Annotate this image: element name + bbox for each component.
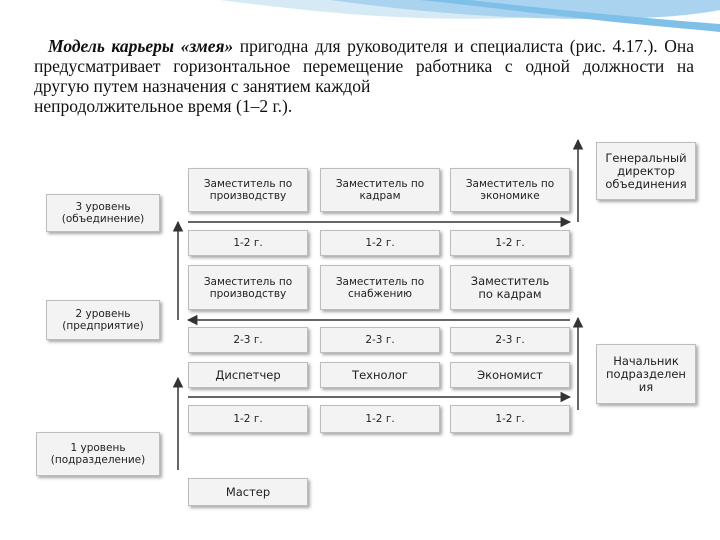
grid-r6-c2: 1-2 г. [320, 405, 440, 433]
grid-r4-c2: 2-3 г. [320, 327, 440, 353]
grid-r1-c3: Заместитель по экономике [450, 168, 570, 212]
grid-r3-c3: Заместитель по кадрам [450, 265, 570, 310]
grid-r3-c2: Заместитель по снабжению [320, 265, 440, 310]
level-1-box: 1 уровень (подразделение) [36, 432, 160, 476]
start-master-box: Мастер [188, 478, 308, 506]
grid-r3-c1: Заместитель по производству [188, 265, 308, 310]
grid-r1-c2: Заместитель по кадрам [320, 168, 440, 212]
grid-r2-c2: 1-2 г. [320, 230, 440, 256]
level-2-box: 2 уровень (предприятие) [46, 300, 160, 340]
grid-r1-c1: Заместитель по производству [188, 168, 308, 212]
grid-r5-c1: Диспетчер [188, 362, 308, 388]
grid-r6-c1: 1-2 г. [188, 405, 308, 433]
target-general-director-box: Генеральный директор объединения [596, 142, 696, 200]
grid-r2-c1: 1-2 г. [188, 230, 308, 256]
grid-r5-c2: Технолог [320, 362, 440, 388]
paragraph-body: пригодна для руководителя и специалиста … [34, 36, 694, 96]
grid-r6-c3: 1-2 г. [450, 405, 570, 433]
paragraph-last-line: непродолжительное время (1–2 г.). [34, 96, 293, 116]
grid-r4-c1: 2-3 г. [188, 327, 308, 353]
target-unit-head-box: Начальник подразделен ия [596, 344, 696, 404]
grid-r5-c3: Экономист [450, 362, 570, 388]
grid-r4-c3: 2-3 г. [450, 327, 570, 353]
paragraph-lead: Модель карьеры «змея» [48, 36, 234, 56]
grid-r2-c3: 1-2 г. [450, 230, 570, 256]
level-3-box: 3 уровень (объединение) [46, 194, 160, 232]
intro-paragraph: Модель карьеры «змея» пригодна для руков… [34, 36, 694, 116]
